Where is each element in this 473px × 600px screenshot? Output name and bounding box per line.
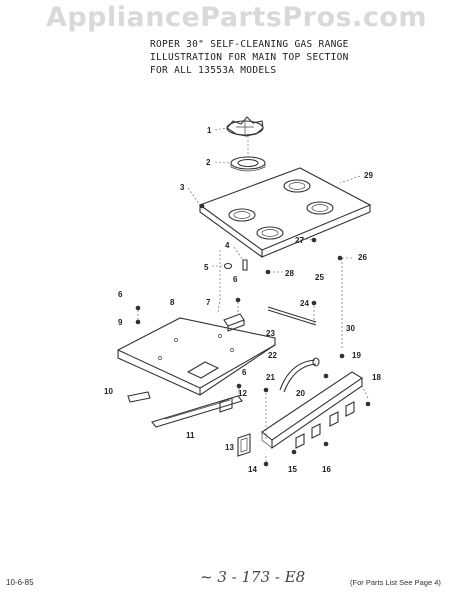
part-burner-box: [117, 317, 276, 396]
callout-13: 13: [225, 443, 234, 452]
callout-8: 8: [170, 298, 175, 307]
part-manifold-19: [261, 371, 364, 450]
part-screw-3: [199, 203, 205, 209]
part-rail-11: [151, 395, 243, 428]
part-tube-22: [279, 357, 320, 393]
part-screw-15: [291, 449, 297, 455]
callout-6-top: 6: [233, 275, 238, 284]
part-bracket-12: [219, 397, 233, 413]
callout-5: 5: [204, 263, 209, 272]
part-burner-ring: [230, 156, 266, 172]
handwritten-code: ~ 3 - 173 - E8: [200, 568, 306, 586]
callout-14: 14: [248, 465, 257, 474]
callout-22: 22: [268, 351, 277, 360]
part-screw-14: [263, 461, 269, 467]
callout-21: 21: [266, 373, 275, 382]
callout-30: 30: [346, 324, 355, 333]
watermark: AppliancePartsPros.com: [45, 2, 428, 33]
part-screw-20: [323, 373, 329, 379]
part-burner-cap: [226, 116, 264, 137]
callout-2: 2: [206, 158, 211, 167]
part-valves: [295, 401, 355, 449]
part-clip-5: [223, 262, 233, 270]
callout-19: 19: [352, 351, 361, 360]
part-screw-21: [263, 387, 269, 393]
part-screw-26: [337, 255, 343, 261]
part-screw-25: [311, 300, 317, 306]
part-bracket-4: [242, 259, 248, 271]
callout-28: 28: [285, 269, 294, 278]
title-line-3: FOR ALL 13553A MODELS: [150, 65, 277, 76]
callout-6-mid: 6: [242, 368, 247, 377]
callout-7: 7: [206, 298, 211, 307]
callout-18: 18: [372, 373, 381, 382]
part-screw-27: [311, 237, 317, 243]
callout-26: 26: [358, 253, 367, 262]
part-rod-23: [267, 306, 317, 326]
callout-6-left: 6: [118, 290, 123, 299]
callout-9: 9: [118, 318, 123, 327]
part-screw-30: [339, 353, 345, 359]
part-screw-6c: [236, 383, 242, 389]
part-screw-6a: [135, 305, 141, 311]
callout-4: 4: [225, 241, 230, 250]
callout-16: 16: [322, 465, 331, 474]
callout-29: 29: [364, 171, 373, 180]
callout-15: 15: [288, 465, 297, 474]
callout-1: 1: [207, 126, 212, 135]
parts-list-note: (For Parts List See Page 4): [350, 578, 441, 587]
part-screw-28: [265, 269, 271, 275]
callout-11: 11: [186, 431, 195, 440]
part-cooktop: [198, 167, 372, 259]
part-bracket-7: [223, 313, 245, 332]
title-line-2: ILLUSTRATION FOR MAIN TOP SECTION: [150, 52, 349, 63]
part-screw-6b: [235, 297, 241, 303]
callout-labels: 1 2 3 4 5 6 7 8 9 10 11 12 13 14 15 16 1…: [104, 126, 381, 474]
callout-20: 20: [296, 389, 305, 398]
title-line-1: ROPER 30" SELF-CLEANING GAS RANGE: [150, 39, 349, 50]
part-screw-16: [323, 441, 329, 447]
part-screw-18: [365, 401, 371, 407]
callout-12: 12: [238, 389, 247, 398]
callout-25: 25: [315, 273, 324, 282]
diagram-title: ROPER 30" SELF-CLEANING GAS RANGE ILLUST…: [150, 38, 370, 77]
date-code: 10-6-85: [6, 578, 34, 587]
callout-24: 24: [300, 299, 309, 308]
part-bracket-13: [237, 433, 251, 457]
leader-lines: [137, 127, 369, 462]
callout-10: 10: [104, 387, 113, 396]
callout-27: 27: [295, 236, 304, 245]
callout-3: 3: [180, 183, 185, 192]
callout-23: 23: [266, 329, 275, 338]
part-screw-9: [135, 319, 141, 325]
part-bracket-10: [127, 391, 151, 403]
